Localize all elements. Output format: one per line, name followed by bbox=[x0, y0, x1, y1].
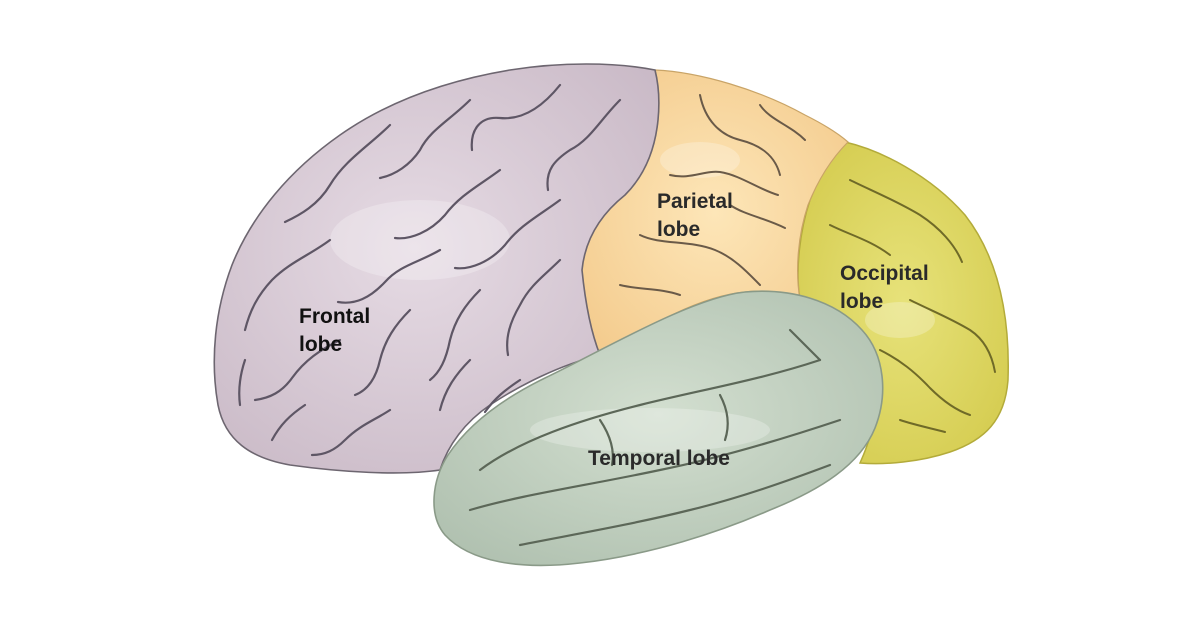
frontal-lobe-region bbox=[213, 63, 660, 474]
occipital-lobe-label: Occipital lobe bbox=[840, 260, 929, 316]
occipital-sulci bbox=[829, 179, 996, 433]
temporal-lobe-label: Temporal lobe bbox=[588, 445, 730, 473]
temporal-sulci bbox=[468, 328, 842, 547]
frontal-sulci bbox=[238, 83, 622, 457]
occipital-lobe-region bbox=[797, 141, 1009, 465]
parietal-lobe-label-line1: Parietal bbox=[657, 190, 733, 213]
occipital-lobe-label-line2: lobe bbox=[840, 290, 884, 313]
parietal-sulci bbox=[619, 94, 806, 296]
occipital-lobe-label-line1: Occipital bbox=[840, 262, 929, 285]
frontal-lobe-label-line2: lobe bbox=[299, 333, 343, 356]
frontal-lobe-label: Frontal lobe bbox=[299, 303, 370, 359]
temporal-lobe-label-line1: Temporal lobe bbox=[588, 447, 730, 470]
frontal-lobe-label-line1: Frontal bbox=[299, 305, 371, 328]
parietal-lobe-label-line2: lobe bbox=[657, 218, 701, 241]
temporal-lobe-region bbox=[433, 290, 884, 567]
parietal-lobe-label: Parietal lobe bbox=[657, 188, 733, 244]
